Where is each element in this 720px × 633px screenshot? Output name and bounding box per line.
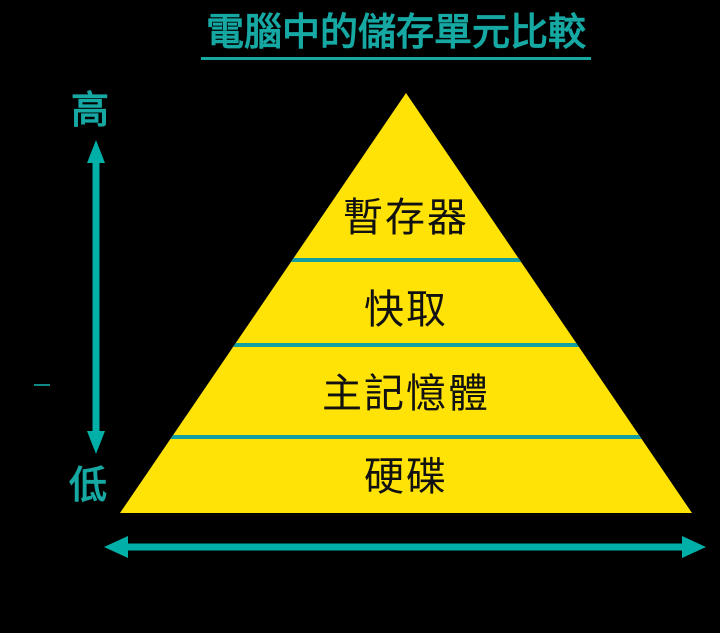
page-title-text: 電腦中的儲存單元比較	[200, 11, 591, 60]
layer-divider-line	[120, 258, 692, 262]
low-label: 低	[68, 463, 107, 507]
arrowhead-right-icon	[682, 536, 706, 558]
arrow-shaft	[92, 156, 100, 438]
layer-divider-line	[120, 343, 692, 347]
arrowhead-down-icon	[87, 431, 105, 454]
layer-label-main-memory: 主記憶體	[322, 371, 490, 417]
layer-label-registers: 暫存器	[343, 195, 469, 241]
layer-divider-line	[120, 435, 692, 439]
layer-label-cache: 快取	[364, 287, 448, 333]
arrowhead-up-icon	[87, 140, 105, 163]
arrowhead-left-icon	[104, 536, 128, 558]
storage-pyramid: 暫存器 快取 主記憶體 硬碟	[120, 93, 692, 513]
layer-label-hard-disk: 硬碟	[364, 454, 448, 500]
page-title: 電腦中的儲存單元比較	[198, 11, 594, 60]
dash-mark	[34, 384, 50, 386]
horizontal-double-arrow-icon	[104, 536, 706, 558]
high-label: 高	[70, 88, 109, 132]
vertical-double-arrow-icon	[87, 140, 105, 454]
arrow-shaft	[124, 543, 686, 551]
